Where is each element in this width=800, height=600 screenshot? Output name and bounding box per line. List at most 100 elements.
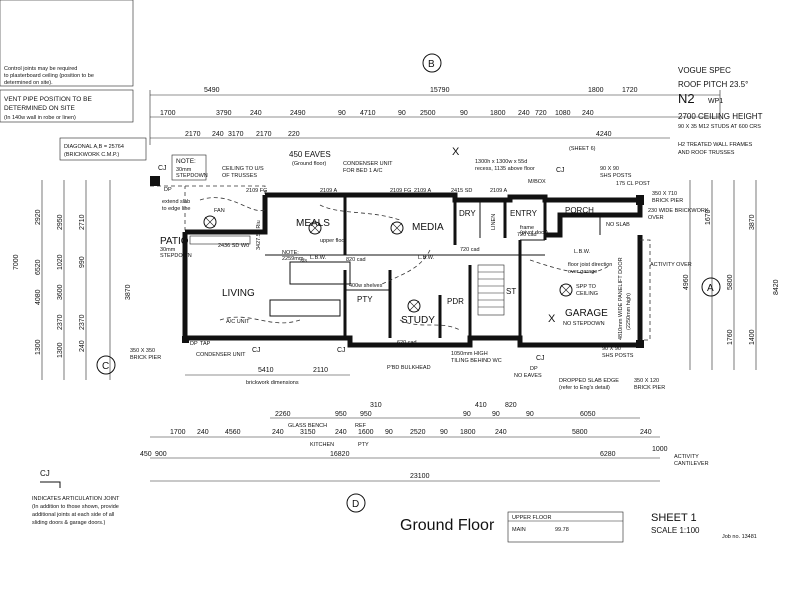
svg-text:CEILING TO U/S: CEILING TO U/S	[222, 166, 264, 172]
svg-text:PTY: PTY	[358, 442, 369, 448]
svg-text:2415 SD: 2415 SD	[451, 188, 472, 194]
svg-text:30mm: 30mm	[160, 247, 176, 253]
svg-text:1670: 1670	[705, 209, 712, 225]
svg-text:KITCHEN: KITCHEN	[310, 442, 334, 448]
svg-text:2109 A: 2109 A	[490, 188, 507, 194]
svg-text:OF TRUSSES: OF TRUSSES	[222, 173, 257, 179]
svg-text:ACTIVITY OVER: ACTIVITY OVER	[650, 262, 692, 268]
svg-text:90: 90	[460, 110, 468, 117]
svg-text:1400: 1400	[749, 329, 756, 345]
top-dimensions: 5490 15790 1800 1720 1700 3790 240 2490 …	[149, 87, 721, 145]
spec-line: 90 X 35 M12 STUDS AT 600 CRS	[678, 124, 761, 130]
svg-text:2109 A: 2109 A	[414, 188, 431, 194]
svg-text:DP: DP	[190, 341, 198, 347]
svg-text:1300: 1300	[57, 342, 64, 358]
svg-text:frame: frame	[520, 225, 534, 231]
svg-text:400w shelves: 400w shelves	[349, 283, 383, 289]
svg-text:(refer to Eng's detail): (refer to Eng's detail)	[559, 385, 610, 391]
svg-text:NOTE:: NOTE:	[176, 158, 196, 165]
svg-text:BRICK PIER: BRICK PIER	[634, 385, 665, 391]
note-line: determined on site).	[4, 80, 53, 86]
svg-text:90: 90	[385, 429, 393, 436]
svg-text:CJ: CJ	[158, 165, 167, 172]
svg-text:DP: DP	[530, 366, 538, 372]
spec-line: ROOF PITCH 23.5°	[678, 80, 748, 89]
svg-text:BRICK PIER: BRICK PIER	[130, 355, 161, 361]
svg-text:2170: 2170	[256, 131, 272, 138]
fan-icon	[390, 221, 404, 235]
svg-text:SHS POSTS: SHS POSTS	[602, 353, 634, 359]
svg-text:B: B	[428, 59, 435, 70]
svg-text:(Ground floor): (Ground floor)	[292, 161, 326, 167]
svg-text:2500: 2500	[420, 110, 436, 117]
grid-circle-d: D	[346, 493, 366, 513]
svg-text:P'BD BULKHEAD: P'BD BULKHEAD	[387, 365, 431, 371]
fan-icon	[308, 221, 322, 235]
svg-text:L.B.W.: L.B.W.	[418, 255, 435, 261]
svg-text:extend slab: extend slab	[162, 199, 190, 205]
svg-text:3870: 3870	[125, 284, 132, 300]
svg-text:6520: 6520	[35, 259, 42, 275]
svg-text:1300: 1300	[35, 339, 42, 355]
svg-text:240: 240	[495, 429, 507, 436]
svg-text:350 X 120: 350 X 120	[634, 378, 659, 384]
svg-text:240: 240	[212, 131, 224, 138]
svg-text:TAP: TAP	[200, 341, 211, 347]
svg-text:90: 90	[526, 411, 534, 418]
room-pdr: PDR	[447, 297, 464, 306]
svg-text:STEPDOWN: STEPDOWN	[176, 173, 208, 179]
bottom-dimensions: 5410 2110 2260 950 950 310 90 410 90 820…	[140, 367, 668, 482]
svg-text:ACTIVITY: ACTIVITY	[674, 454, 699, 460]
svg-text:90: 90	[440, 429, 448, 436]
svg-text:240: 240	[335, 429, 347, 436]
svg-text:CJ: CJ	[40, 469, 50, 478]
svg-text:UPPER FLOOR: UPPER FLOOR	[512, 515, 551, 521]
svg-text:X: X	[548, 313, 556, 325]
dim-label: 1800	[588, 87, 604, 94]
svg-text:2370: 2370	[79, 314, 86, 330]
svg-text:(SHEET 6): (SHEET 6)	[569, 146, 596, 152]
diagonal-note: DIAGONAL A,B = 25764 (BRICKWORK C.M.P.)	[59, 137, 147, 161]
svg-text:upper floor: upper floor	[320, 238, 346, 244]
svg-text:900: 900	[155, 451, 167, 458]
svg-text:X: X	[452, 146, 460, 158]
svg-text:3870: 3870	[749, 214, 756, 230]
dim-label: 5490	[204, 87, 220, 94]
svg-text:CONDENSER UNIT: CONDENSER UNIT	[196, 352, 246, 358]
svg-text:240: 240	[250, 110, 262, 117]
svg-text:99.78: 99.78	[555, 527, 569, 533]
svg-text:CONDENSER UNIT: CONDENSER UNIT	[343, 161, 393, 167]
note-line: to plasterboard ceiling (position to be	[4, 73, 94, 79]
svg-text:2260: 2260	[275, 411, 291, 418]
svg-text:2109 FG: 2109 FG	[390, 188, 411, 194]
svg-text:D: D	[352, 499, 359, 510]
svg-text:VENT PIPE POSITION TO BE: VENT PIPE POSITION TO BE	[4, 96, 92, 103]
svg-text:INDICATES ARTICULATION JOINT: INDICATES ARTICULATION JOINT	[32, 496, 120, 502]
svg-text:6280: 6280	[600, 451, 616, 458]
svg-text:STEPDOWN: STEPDOWN	[160, 253, 192, 259]
svg-text:4240: 4240	[596, 131, 612, 138]
room-media: MEDIA	[412, 222, 444, 233]
room-patio: PATIO	[160, 236, 189, 247]
svg-text:2710: 2710	[79, 214, 86, 230]
svg-text:350 X 350: 350 X 350	[130, 348, 155, 354]
svg-text:2490: 2490	[290, 110, 306, 117]
svg-text:90 X 90: 90 X 90	[600, 166, 619, 172]
svg-text:240: 240	[197, 429, 209, 436]
svg-text:450 EAVES: 450 EAVES	[289, 150, 331, 159]
svg-text:C: C	[102, 361, 109, 372]
job-number: Job no. 13481	[722, 534, 757, 540]
dim-label: 15790	[430, 87, 450, 94]
svg-text:2520: 2520	[410, 429, 426, 436]
svg-text:MAIN: MAIN	[512, 527, 526, 533]
svg-text:90: 90	[492, 411, 500, 418]
svg-text:brickwork dimensions: brickwork dimensions	[246, 380, 299, 386]
svg-text:23100: 23100	[410, 473, 430, 480]
top-left-note: Control joints may be required to plaste…	[0, 0, 134, 87]
svg-text:to edge line: to edge line	[162, 206, 190, 212]
svg-text:FOR BED 1 A/C: FOR BED 1 A/C	[343, 168, 382, 174]
svg-text:230 WIDE BRICKWORK: 230 WIDE BRICKWORK	[648, 208, 709, 214]
room-dry: DRY	[459, 209, 476, 218]
svg-text:(BRICKWORK C.M.P.): (BRICKWORK C.M.P.)	[64, 152, 119, 158]
svg-text:NO SLAB: NO SLAB	[606, 222, 630, 228]
